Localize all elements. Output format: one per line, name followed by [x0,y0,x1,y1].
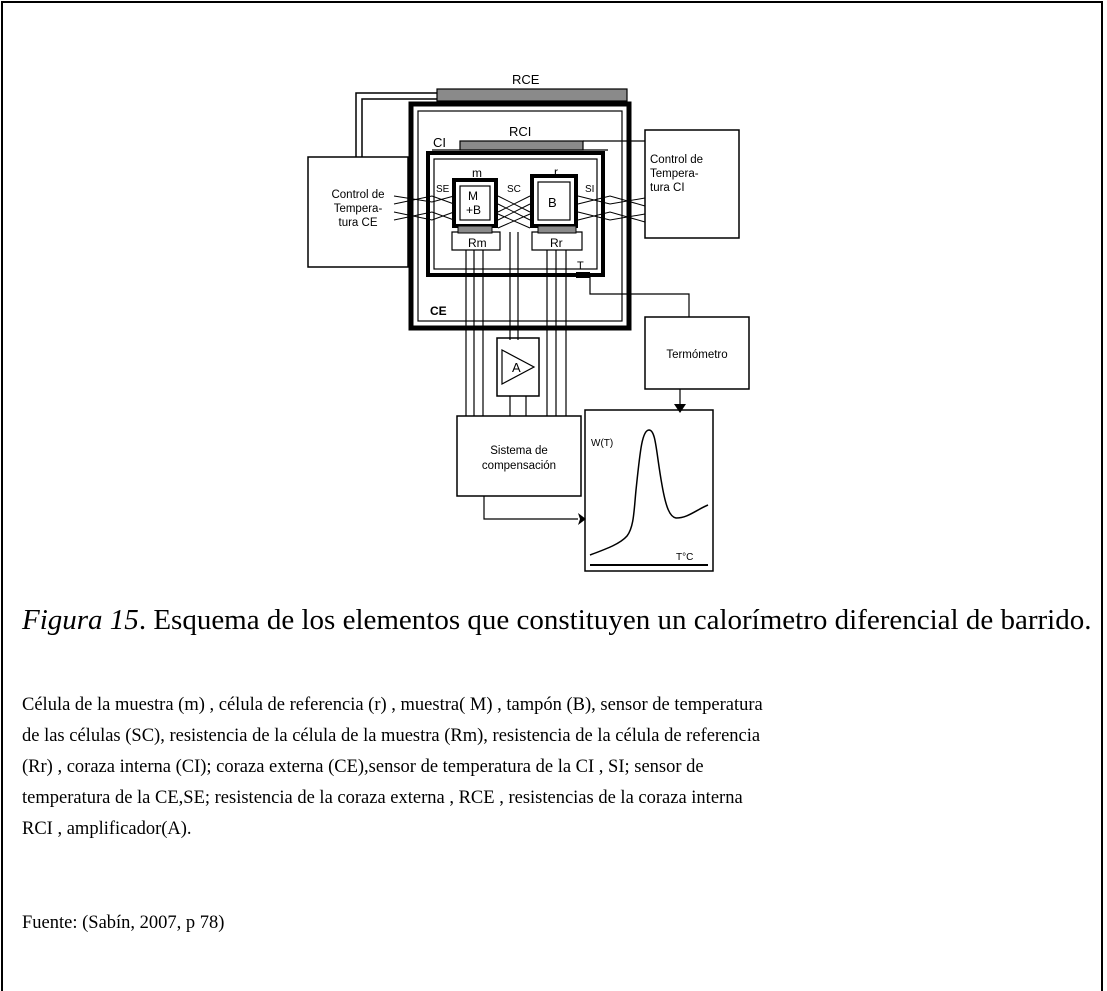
rce-lead-inner [361,98,437,157]
control-ce-line-1: Control de [331,189,384,201]
compensation-output-line [483,496,578,520]
reference-leads [546,250,567,416]
amplifier-triangle [501,349,536,385]
rm-loop [451,231,501,251]
source-citation: Fuente: (Sabín, 2007, p 78) [22,913,225,933]
control-ci-line-2: Tempera- [650,168,699,180]
graph-box [584,409,714,572]
reference-cell-inner [537,181,571,221]
figure-caption-text: . Esquema de los elementos que constituy… [138,604,1092,636]
rci-resistor-plate [459,140,584,151]
rce-resistor-plate [436,88,628,102]
rce-lead-outer [355,92,437,157]
figure-label: Figura 15 [22,604,139,636]
control-ce-line-3: tura CE [339,217,378,229]
label-sample-b: +B [466,203,481,217]
figure-caption: Figura 15. Esquema de los elementos que … [22,598,1092,642]
legend-line: temperatura de la CE,SE; resistencia de … [22,788,743,808]
graph-input-arrow-icon [578,513,586,525]
graph-y-label: W(T) [591,438,613,449]
label-rce: RCE [512,72,540,87]
control-ce-box [307,156,409,268]
rr-plate [537,225,577,234]
label-buffer: B [548,195,557,210]
temperature-sensor-t [576,272,590,278]
label-sc: SC [507,184,521,195]
legend-line: de las células (SC), resistencia de la c… [22,726,761,746]
inner-shell-ci-inner-line [433,158,598,270]
graph-x-label: T°C [676,552,693,563]
thermometer-box [644,316,750,390]
label-sample-m: M [468,189,478,203]
compensation-box [456,415,582,497]
label-amplifier: A [512,360,521,375]
label-rci: RCI [509,124,531,139]
se-wiring [393,195,455,221]
legend-line: (Rr) , coraza interna (CI); coraza exter… [22,757,704,777]
label-rm: Rm [468,236,487,250]
label-ci: CI [433,135,446,150]
outer-shell-ce-inner-line [417,110,623,322]
label-m: m [472,166,482,180]
control-ci-box [644,129,740,239]
sc-leads [509,232,519,340]
control-ci-line-3: tura CI [650,182,685,194]
figure-legend: Célula de la muestra (m) , célula de ref… [22,690,1092,845]
sc-wiring [497,195,531,229]
compensation-line-1: Sistema de [490,445,548,457]
rr-loop [531,231,583,251]
label-rr: Rr [550,236,563,250]
legend-line: Célula de la muestra (m) , célula de ref… [22,695,763,715]
control-ci-line-1: Control de [650,154,703,166]
label-se: SE [436,184,450,195]
amplifier-output-leads [509,396,527,416]
si-wiring [577,195,646,223]
sample-cell-inner [459,185,491,221]
thermometer-lead [583,274,690,317]
thermometer-arrow-icon [674,404,686,413]
calorimeter-diagram: RCE RCI CI CE m r SE SC SI M +B B Rm Rr … [307,72,750,572]
dsc-peak-curve [589,429,709,556]
sample-leads [465,250,484,416]
label-si: SI [585,184,594,195]
label-ce: CE [430,304,447,318]
label-t: T [577,260,584,272]
rm-plate [457,225,493,234]
amplifier-box [496,337,540,397]
label-r: r [554,165,558,179]
label-thermometer: Termómetro [666,349,727,361]
legend-line: RCI , amplificador(A). [22,819,192,839]
compensation-line-2: compensación [482,460,556,472]
control-ce-line-2: Tempera- [334,203,383,215]
